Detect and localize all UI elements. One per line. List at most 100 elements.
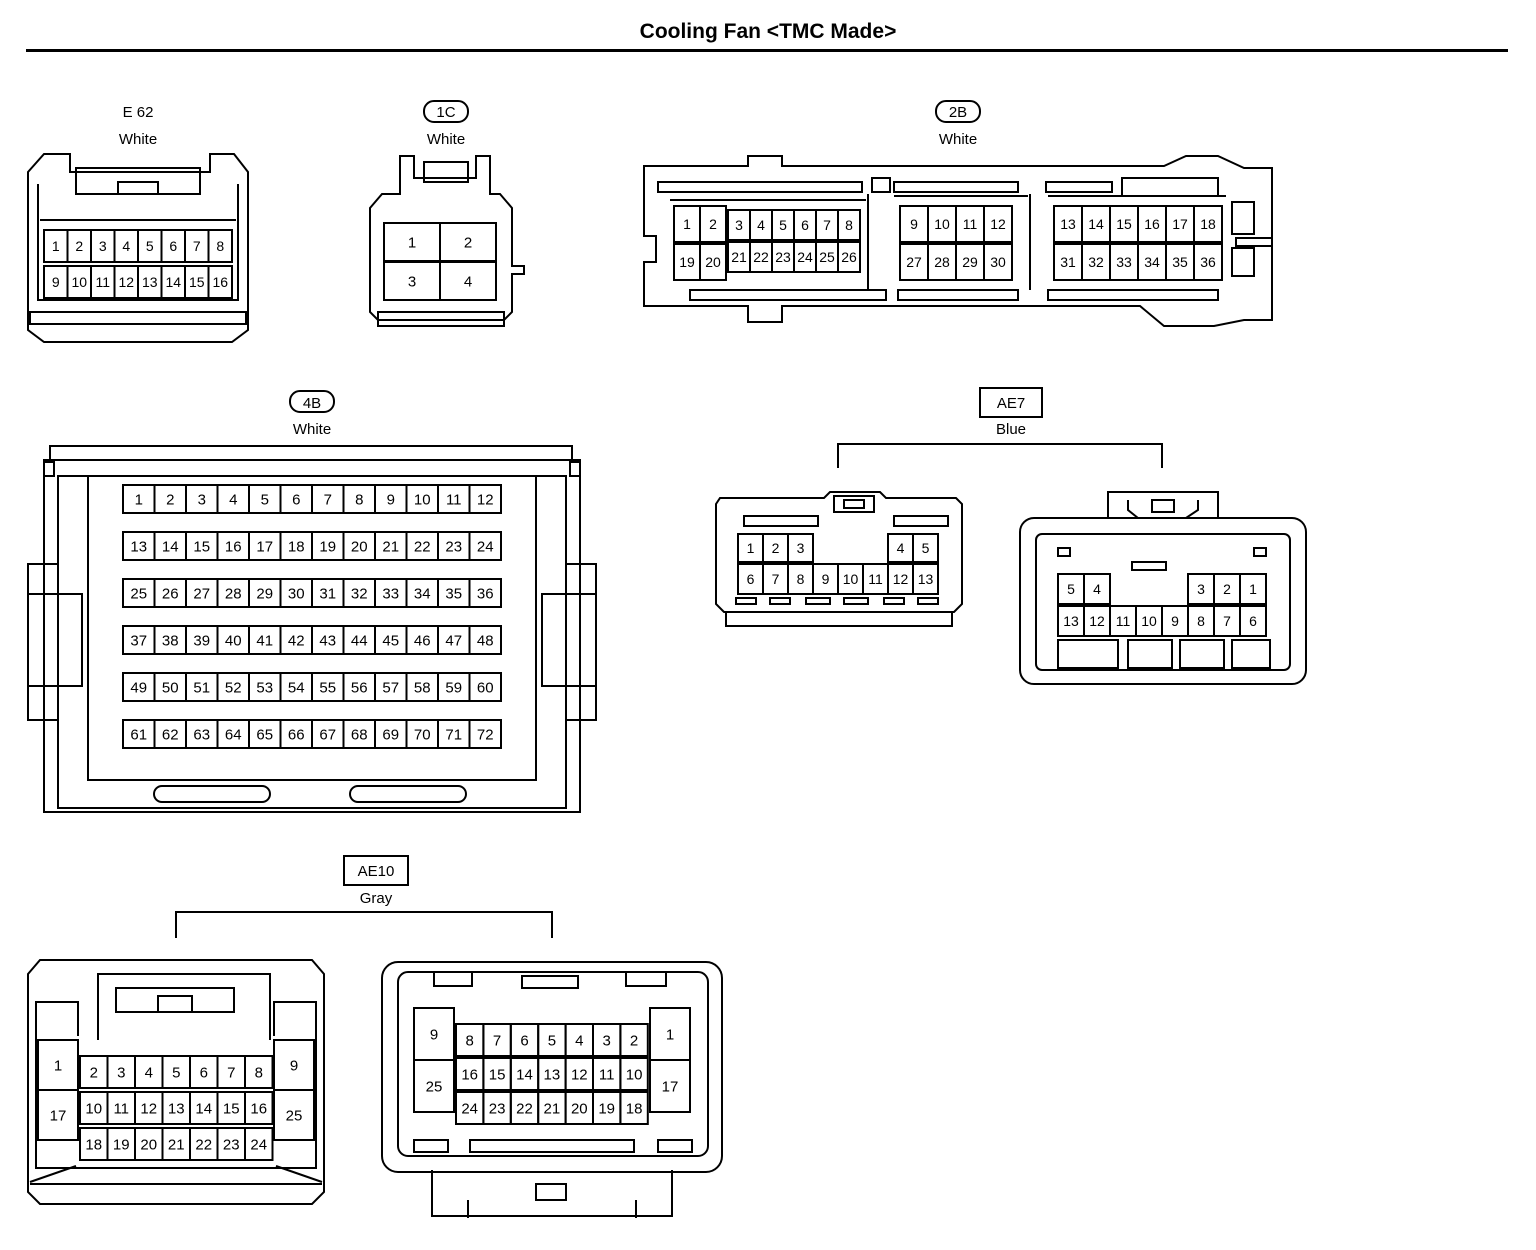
pin-number: 35 [445, 585, 462, 602]
pin-number: 23 [223, 1136, 240, 1153]
2b-code-label: 2B [949, 104, 967, 121]
1c-color-label: White [427, 131, 465, 148]
pin-number: 36 [477, 585, 494, 602]
pin-number: 28 [934, 254, 950, 270]
pin-number: 16 [225, 538, 242, 555]
pin-number: 30 [990, 254, 1006, 270]
pin-cell [273, 1089, 315, 1141]
ae10-left-housing [27, 959, 325, 1205]
pin-number: 8 [797, 571, 805, 587]
pin-number: 10 [85, 1100, 102, 1117]
pin-cell [468, 625, 502, 655]
pin-number: 5 [172, 1064, 180, 1081]
pin-number: 14 [1088, 216, 1104, 232]
pin-number: 8 [845, 217, 853, 233]
pin-number: 6 [1249, 613, 1257, 629]
4b-color-label: White [293, 421, 331, 438]
pin-number: 14 [195, 1100, 212, 1117]
pin-number: 18 [1200, 216, 1216, 232]
pin-number: 22 [516, 1100, 533, 1117]
pin-number: 5 [146, 238, 154, 254]
pin-cell [468, 672, 502, 702]
pin-number: 3 [99, 238, 107, 254]
pin-number: 9 [290, 1057, 298, 1074]
pin-number: 48 [477, 632, 494, 649]
pin-number: 22 [414, 538, 431, 555]
pin-number: 11 [963, 216, 978, 232]
pin-cell [699, 243, 727, 281]
pin-number: 20 [351, 538, 368, 555]
pin-number: 25 [130, 585, 147, 602]
pin-number: 27 [906, 254, 922, 270]
pin-number: 2 [709, 216, 717, 232]
pin-cell [468, 484, 502, 514]
ae10-code-label: AE10 [358, 863, 395, 880]
pin-number: 42 [288, 632, 305, 649]
pin-number: 4 [122, 238, 130, 254]
pin-number: 16 [212, 274, 228, 290]
pin-cell [1239, 573, 1267, 605]
pin-number: 7 [324, 491, 332, 508]
pin-number: 40 [225, 632, 242, 649]
pin-number: 3 [735, 217, 743, 233]
pin-number: 64 [225, 726, 242, 743]
pin-number: 2 [772, 540, 780, 556]
ae7-pair-bracket [837, 443, 1163, 468]
4b-housing [27, 445, 597, 813]
pin-number: 2 [75, 238, 83, 254]
pin-number: 9 [1171, 613, 1179, 629]
1c-code-label: 1C [436, 104, 455, 121]
pin-number: 6 [200, 1064, 208, 1081]
pin-number: 31 [1060, 254, 1076, 270]
pin-number: 1 [666, 1026, 674, 1043]
ae7-code-box [979, 387, 1043, 418]
pin-number: 32 [351, 585, 368, 602]
pin-number: 4 [464, 273, 472, 290]
pin-cell [37, 1089, 79, 1141]
pin-number: 3 [117, 1064, 125, 1081]
pin-number: 15 [189, 274, 205, 290]
ae7-right-housing [1019, 491, 1307, 685]
pin-number: 11 [1116, 613, 1131, 629]
pin-number: 1 [747, 540, 755, 556]
ae10-color-label: Gray [360, 890, 393, 907]
pin-number: 9 [430, 1026, 438, 1043]
pin-number: 23 [489, 1100, 506, 1117]
pin-number: 49 [130, 679, 147, 696]
pin-number: 24 [461, 1100, 478, 1117]
1c-housing [369, 155, 525, 327]
pin-number: 14 [165, 274, 181, 290]
pin-cell [439, 261, 497, 301]
pin-number: 13 [918, 571, 934, 587]
pin-number: 13 [130, 538, 147, 555]
pin-number: 17 [256, 538, 273, 555]
pin-number: 25 [819, 249, 835, 265]
pin-number: 1 [683, 216, 691, 232]
pin-number: 63 [193, 726, 210, 743]
pin-number: 41 [256, 632, 273, 649]
pin-number: 52 [225, 679, 242, 696]
pin-number: 58 [414, 679, 431, 696]
pin-number: 59 [445, 679, 462, 696]
e62-housing [27, 153, 249, 343]
pin-number: 34 [414, 585, 431, 602]
pin-number: 8 [466, 1032, 474, 1049]
4b-code-label: 4B [303, 395, 321, 412]
pin-number: 11 [95, 274, 110, 290]
pin-number: 12 [571, 1066, 588, 1083]
pin-cell [207, 265, 233, 299]
pin-number: 12 [140, 1100, 157, 1117]
pin-number: 5 [1067, 581, 1075, 597]
pin-number: 24 [250, 1136, 267, 1153]
pin-number: 11 [113, 1100, 129, 1117]
pin-cell [619, 1091, 649, 1125]
pin-number: 9 [52, 274, 60, 290]
pin-number: 10 [71, 274, 87, 290]
pin-number: 4 [575, 1032, 583, 1049]
pin-number: 28 [225, 585, 242, 602]
pin-number: 5 [922, 540, 930, 556]
pin-number: 31 [319, 585, 336, 602]
